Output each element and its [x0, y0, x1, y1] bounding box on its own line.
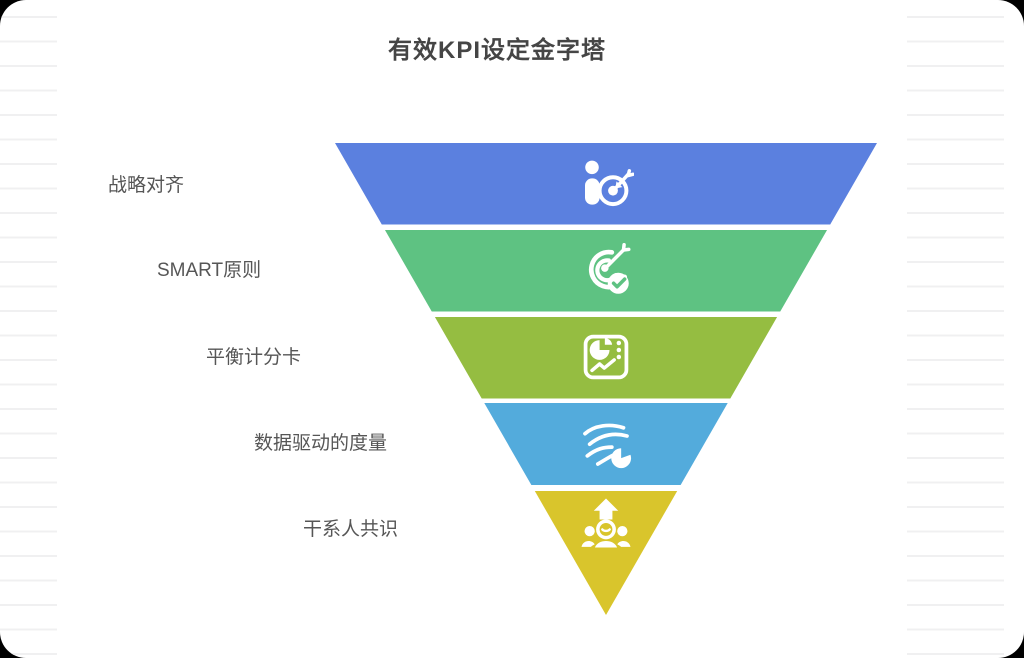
data-flow-pie-icon	[578, 415, 634, 471]
team-consensus-icon	[578, 495, 634, 551]
funnel-level-1	[335, 143, 877, 225]
funnel-level-4	[484, 403, 728, 485]
level-label-2: SMART原则	[157, 260, 262, 281]
funnel-level-3	[434, 317, 778, 399]
level-label-5: 干系人共识	[303, 519, 399, 540]
person-target-icon	[578, 158, 634, 214]
level-label-3: 平衡计分卡	[206, 347, 302, 368]
target-check-icon	[578, 243, 634, 299]
level-label-1: 战略对齐	[108, 175, 185, 196]
funnel-level-5	[534, 491, 678, 615]
level-label-4: 数据驱动的度量	[254, 433, 388, 454]
chart-title: 有效KPI设定金字塔	[387, 37, 606, 64]
scorecard-icon	[578, 329, 634, 385]
